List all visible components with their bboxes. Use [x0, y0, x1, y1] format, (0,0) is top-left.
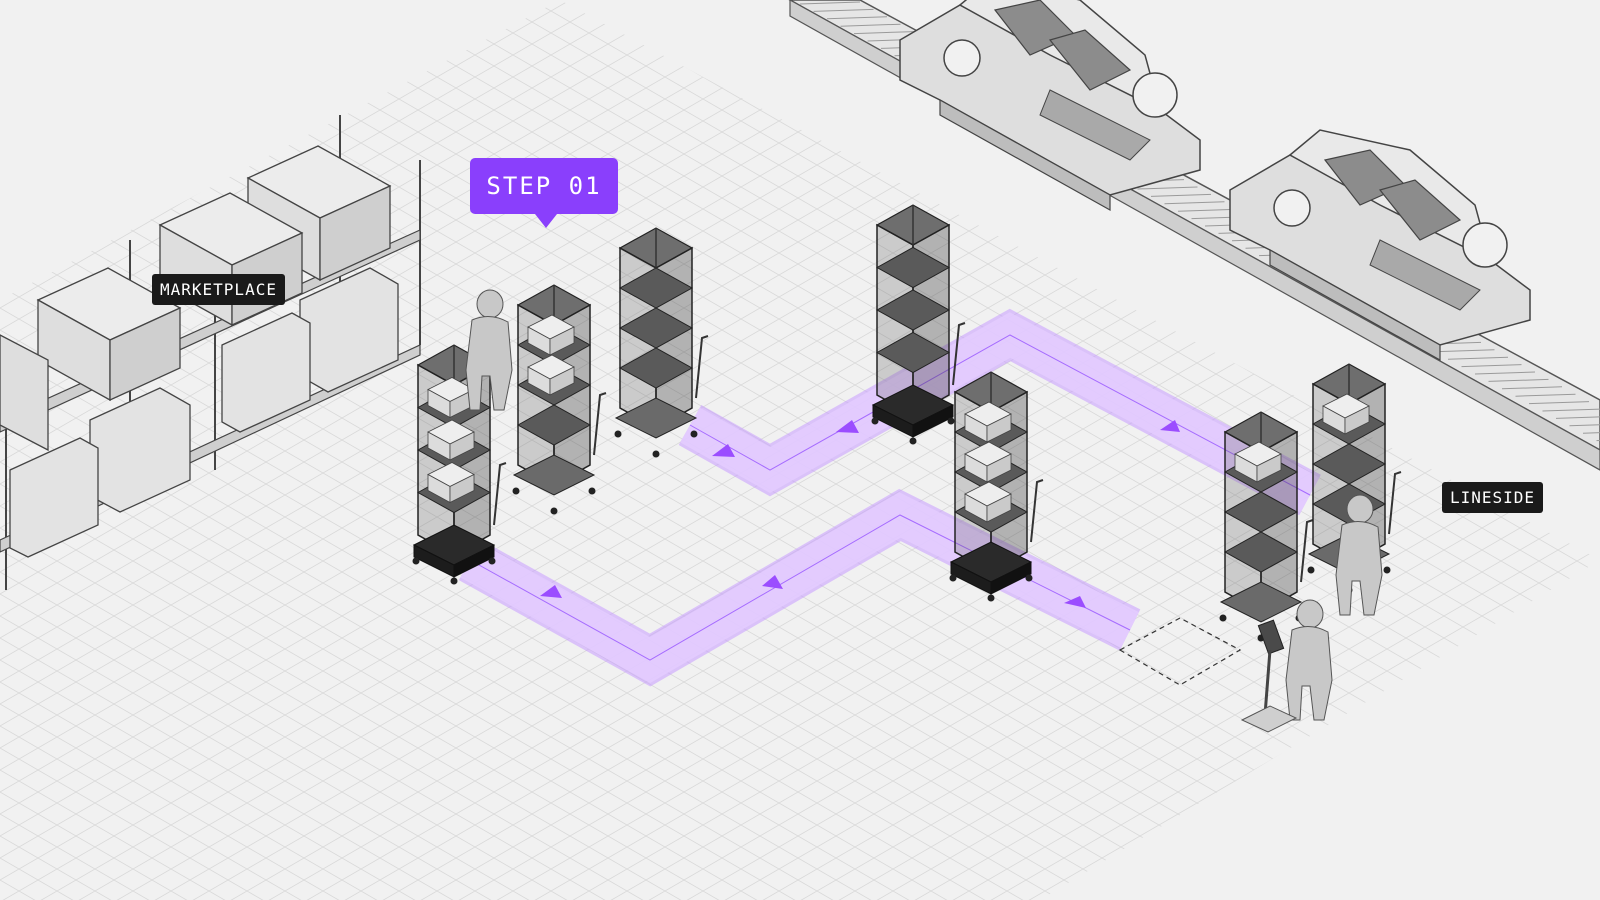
lineside-label: LINESIDE	[1442, 482, 1544, 513]
tablet-kiosk-icon	[1240, 619, 1298, 733]
drop-off-zone	[1118, 617, 1242, 686]
step-callout: STEP 01	[470, 158, 618, 228]
rack-cart-4-icon	[871, 204, 966, 445]
car-body-2-icon	[1229, 129, 1531, 362]
cart-fleet	[412, 204, 1402, 642]
worker-3-icon	[1285, 599, 1333, 721]
route-arrow-icon	[712, 444, 735, 457]
route-arrow-icon	[836, 420, 859, 433]
car-body-1-icon	[899, 0, 1201, 212]
route-arrow-icon	[1160, 420, 1180, 432]
marketplace-label: MARKETPLACE	[152, 274, 285, 305]
route-arrow-icon	[540, 585, 562, 598]
step-callout-pointer	[535, 214, 557, 228]
rack-cart-6-icon	[1219, 411, 1314, 642]
worker-1-icon	[465, 289, 513, 411]
route-arrow-icon	[1064, 596, 1086, 608]
route-arrow-icon	[762, 575, 783, 589]
rack-cart-3-icon	[614, 227, 709, 458]
worker-2-icon	[1335, 494, 1383, 616]
rack-cart-2-icon	[512, 284, 607, 515]
step-callout-text: STEP 01	[486, 172, 602, 200]
rack-cart-5-icon	[949, 371, 1044, 602]
